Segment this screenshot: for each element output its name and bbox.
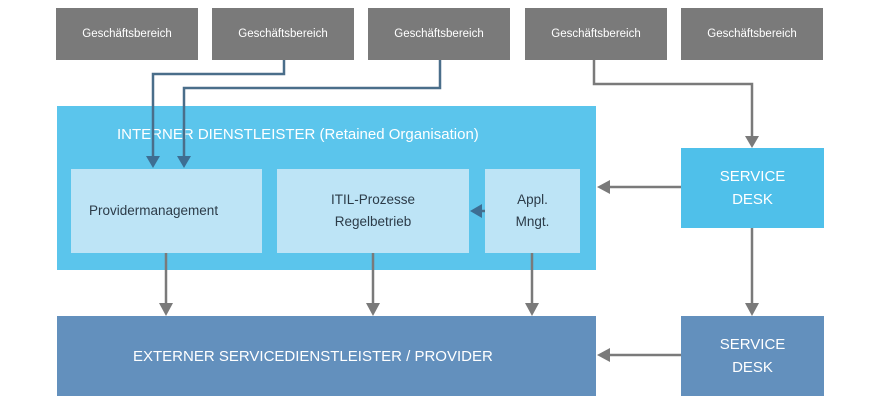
providermanagement-label: Providermanagement: [89, 203, 219, 218]
service-desk-bottom: SERVICE DESK: [681, 316, 824, 396]
service-desk-top-label: SERVICE DESK: [719, 168, 786, 208]
business-unit-2: Geschäftsbereich: [212, 8, 354, 60]
business-unit-1: Geschäftsbereich: [56, 8, 198, 60]
business-unit-4: Geschäftsbereich: [525, 8, 667, 60]
business-unit-label: Geschäftsbereich: [551, 28, 641, 40]
arrowhead-down: [745, 303, 759, 316]
arrowhead-down: [366, 303, 380, 316]
application-management-label: Appl. Mngt.: [515, 192, 550, 229]
arrowhead-left: [597, 180, 610, 194]
business-unit-5: Geschäftsbereich: [681, 8, 823, 60]
application-management-box: Appl. Mngt.: [485, 169, 580, 253]
business-unit-label: Geschäftsbereich: [707, 28, 797, 40]
arrowhead-left: [597, 348, 610, 362]
external-provider-title: EXTERNER SERVICEDIENSTLEISTER / PROVIDER: [133, 347, 493, 365]
external-provider-box: EXTERNER SERVICEDIENSTLEISTER / PROVIDER: [57, 316, 596, 396]
connector-bu4-to-service-desk: [592, 60, 754, 137]
business-unit-label: Geschäftsbereich: [82, 28, 172, 40]
itil-processes-label: ITIL-Prozesse Regelbetrieb: [330, 192, 416, 229]
arrowhead-down: [745, 136, 759, 148]
arrowhead-down: [177, 156, 191, 168]
business-unit-label: Geschäftsbereich: [394, 28, 484, 40]
business-unit-label: Geschäftsbereich: [238, 28, 328, 40]
connector-bu2-to-providermanagement: [151, 60, 286, 157]
arrowhead-down: [525, 303, 539, 316]
providermanagement-box: Providermanagement: [71, 169, 262, 253]
service-desk-top: SERVICE DESK: [681, 148, 824, 228]
arrowhead-left: [470, 204, 482, 218]
service-desk-bottom-label: SERVICE DESK: [719, 336, 786, 376]
arrowhead-down: [159, 303, 173, 316]
connector-bu3-to-providermanagement: [182, 60, 442, 157]
internal-provider-title: INTERNER DIENSTLEISTER (Retained Organis…: [117, 126, 479, 143]
arrowhead-down: [146, 156, 160, 168]
business-unit-3: Geschäftsbereich: [368, 8, 510, 60]
itil-processes-box: ITIL-Prozesse Regelbetrieb: [277, 169, 469, 253]
